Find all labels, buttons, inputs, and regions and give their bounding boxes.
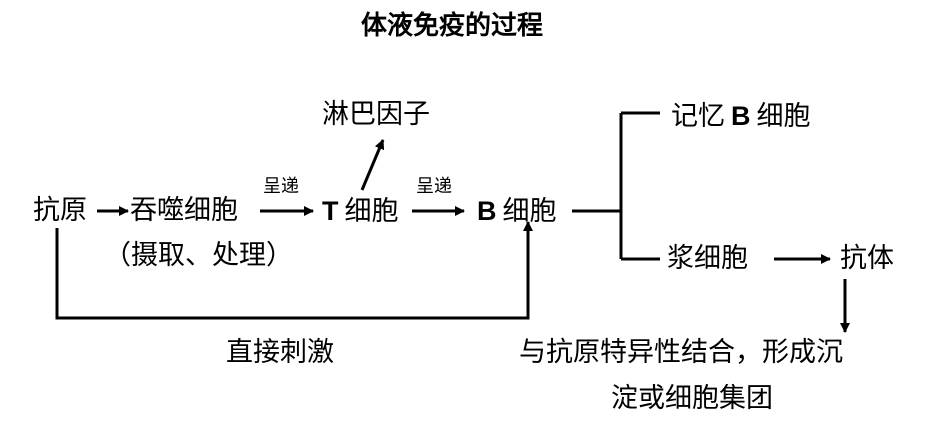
node-plasma-cell: 浆细胞 <box>667 243 748 274</box>
node-antibody: 抗体 <box>840 243 894 274</box>
node-lymphokine: 淋巴因子 <box>322 99 430 130</box>
node-phagocyte-note: （摄取、处理） <box>104 240 293 271</box>
edge-label-direct-stimulation: 直接刺激 <box>226 337 334 368</box>
memory-suffix: 细胞 <box>756 101 811 132</box>
arrow-t-cell-to-lymphokine <box>360 139 385 191</box>
edge-label-present-2: 呈递 <box>416 176 452 197</box>
memory-prefix: 记忆 <box>671 101 725 132</box>
b-cell-label: 细胞 <box>502 196 557 227</box>
node-phagocyte: 吞噬细胞 <box>130 195 238 226</box>
node-result-line-2: 淀或细胞集团 <box>611 383 773 414</box>
t-cell-label: 细胞 <box>344 196 399 227</box>
diagram-title: 体液免疫的过程 <box>361 11 544 41</box>
t-cell-letter: T <box>322 196 339 226</box>
node-result-line-1: 与抗原特异性结合，形成沉 <box>519 337 843 368</box>
b-cell-letter: B <box>477 196 497 226</box>
arrow-direct-stimulation <box>55 221 533 320</box>
edge-label-present-1: 呈递 <box>263 176 299 197</box>
memory-letter: B <box>731 101 751 131</box>
node-antigen: 抗原 <box>33 195 87 226</box>
